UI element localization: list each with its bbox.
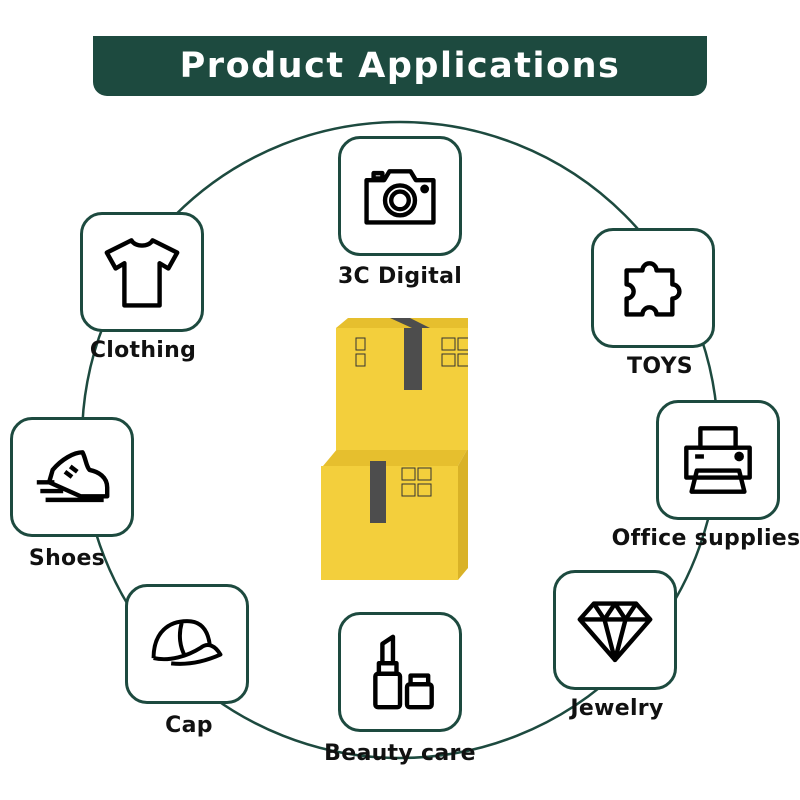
page-title: Product Applications bbox=[179, 46, 621, 86]
tile-office-supplies bbox=[656, 400, 780, 520]
cap-icon bbox=[151, 619, 223, 666]
tile-beauty-care bbox=[338, 612, 462, 732]
camera-icon bbox=[364, 169, 436, 225]
title-banner: Product Applications bbox=[93, 36, 707, 96]
printer-icon bbox=[684, 426, 752, 494]
tshirt-icon bbox=[104, 238, 180, 308]
puzzle-piece-icon bbox=[624, 261, 682, 317]
shoe-icon bbox=[36, 450, 110, 503]
tile-clothing bbox=[80, 212, 204, 332]
label-toys: TOYS bbox=[627, 354, 693, 379]
cardboard-boxes-image bbox=[321, 318, 468, 580]
tile-shoes bbox=[10, 417, 134, 537]
label-jewelry: Jewelry bbox=[570, 696, 664, 721]
label-cap: Cap bbox=[165, 713, 213, 738]
tile-3c-digital bbox=[338, 136, 462, 256]
diamond-icon bbox=[577, 601, 653, 663]
tile-toys bbox=[591, 228, 715, 348]
label-shoes: Shoes bbox=[28, 546, 106, 571]
label-3c-digital: 3C Digital bbox=[337, 264, 463, 289]
label-clothing: Clothing bbox=[89, 338, 197, 363]
tile-jewelry bbox=[553, 570, 677, 690]
label-office-supplies: Office supplies bbox=[611, 526, 800, 551]
lipstick-icon bbox=[373, 634, 434, 710]
tile-cap bbox=[125, 584, 249, 704]
label-beauty-care: Beauty care bbox=[324, 741, 476, 766]
